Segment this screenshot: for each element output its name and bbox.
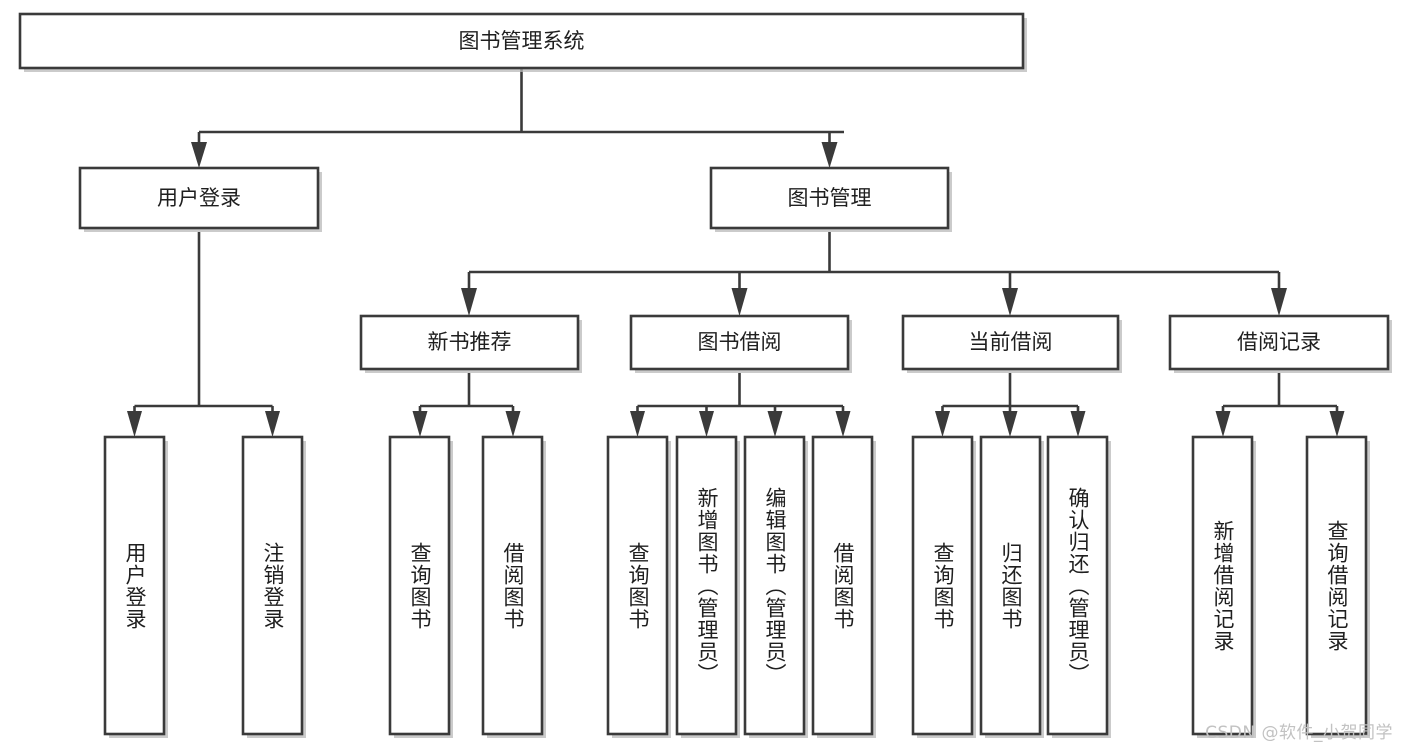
leaf-confirm-return-rect[interactable] — [1046, 435, 1109, 736]
node-new-book-recommend-rect — [359, 314, 580, 371]
node-root[interactable]: 图书管理系统 — [18, 12, 1027, 72]
arrow-to-leaf-borrow-book-1 — [505, 411, 521, 437]
edges-user-login-to-leaves — [127, 232, 280, 437]
leaf-boxes-current-borrow — [911, 435, 1111, 738]
edges-current-borrow-to-leaves — [935, 373, 1086, 437]
node-book-borrow[interactable]: 图书借阅 — [629, 314, 852, 373]
arrow-to-leaf-borrow-book-2 — [835, 411, 851, 437]
node-current-borrow-rect — [901, 314, 1120, 371]
leaf-borrow-book-2-rect[interactable] — [811, 435, 874, 736]
node-book-manage[interactable]: 图书管理 — [709, 166, 952, 232]
leaf-user-logout-rect[interactable] — [241, 435, 304, 736]
leaf-add-record-rect[interactable] — [1191, 435, 1254, 736]
node-user-login-label: 用户登录 — [157, 186, 241, 210]
arrow-to-leaf-add-record — [1215, 411, 1231, 437]
node-borrow-record-label: 借阅记录 — [1237, 330, 1321, 354]
edges-borrow-record-to-leaves — [1215, 373, 1345, 437]
edges-book-manage-to-level3 — [461, 232, 1287, 316]
csdn-watermark: CSDN @软件_小贺同学 — [1205, 723, 1393, 743]
arrow-to-borrow-record — [1271, 288, 1287, 316]
leaf-boxes-new-book-recommend — [388, 435, 546, 738]
arrow-to-leaf-user-login — [127, 411, 142, 437]
leaf-return-book-rect[interactable] — [979, 435, 1042, 736]
node-borrow-record[interactable]: 借阅记录 — [1168, 314, 1392, 373]
node-user-login-rect — [78, 166, 320, 230]
node-root-label: 图书管理系统 — [459, 29, 585, 53]
leaf-query-book-2-rect[interactable] — [606, 435, 669, 736]
edges-book-borrow-to-leaves — [630, 373, 851, 437]
node-current-borrow[interactable]: 当前借阅 — [901, 314, 1122, 373]
edges-new-book-recommend-to-leaves — [412, 373, 521, 437]
arrow-to-book-manage — [821, 142, 838, 168]
leaf-boxes-borrow-record — [1191, 435, 1370, 738]
arrow-to-current-borrow — [1002, 288, 1018, 316]
node-user-login[interactable]: 用户登录 — [78, 166, 322, 232]
leaf-boxes-user-login — [103, 435, 306, 738]
leaf-boxes-book-borrow — [606, 435, 876, 738]
node-root-rect — [18, 12, 1025, 70]
arrow-to-user-login — [191, 142, 207, 168]
arrow-to-book-borrow — [731, 288, 748, 316]
arrow-to-new-book-recommend — [461, 288, 477, 316]
leaf-query-record-rect[interactable] — [1305, 435, 1368, 736]
arrow-to-leaf-query-book-2 — [630, 411, 645, 437]
node-new-book-recommend-label: 新书推荐 — [428, 330, 512, 354]
edges-root-to-level2 — [191, 68, 844, 168]
arrow-to-leaf-query-book-3 — [935, 411, 950, 437]
arrow-to-leaf-confirm-return — [1070, 411, 1086, 437]
arrow-to-leaf-query-record — [1329, 411, 1345, 437]
leaf-add-book-rect[interactable] — [675, 435, 738, 736]
node-book-borrow-label: 图书借阅 — [698, 330, 782, 354]
leaf-query-book-1-rect[interactable] — [388, 435, 451, 736]
arrow-to-leaf-edit-book — [767, 411, 783, 437]
node-new-book-recommend[interactable]: 新书推荐 — [359, 314, 582, 373]
leaf-query-book-3-rect[interactable] — [911, 435, 974, 736]
node-book-manage-label: 图书管理 — [788, 186, 872, 210]
arrow-to-leaf-return-book — [1002, 411, 1018, 437]
node-book-manage-rect — [709, 166, 950, 230]
node-borrow-record-rect — [1168, 314, 1390, 371]
arrow-to-leaf-query-book-1 — [412, 411, 428, 437]
arrow-to-leaf-add-book — [699, 411, 714, 437]
arrow-to-leaf-user-logout — [265, 411, 280, 437]
node-current-borrow-label: 当前借阅 — [969, 330, 1053, 354]
leaf-user-login-rect[interactable] — [103, 435, 166, 736]
node-book-borrow-rect — [629, 314, 850, 371]
leaf-edit-book-rect[interactable] — [743, 435, 806, 736]
leaf-borrow-book-1-rect[interactable] — [481, 435, 544, 736]
